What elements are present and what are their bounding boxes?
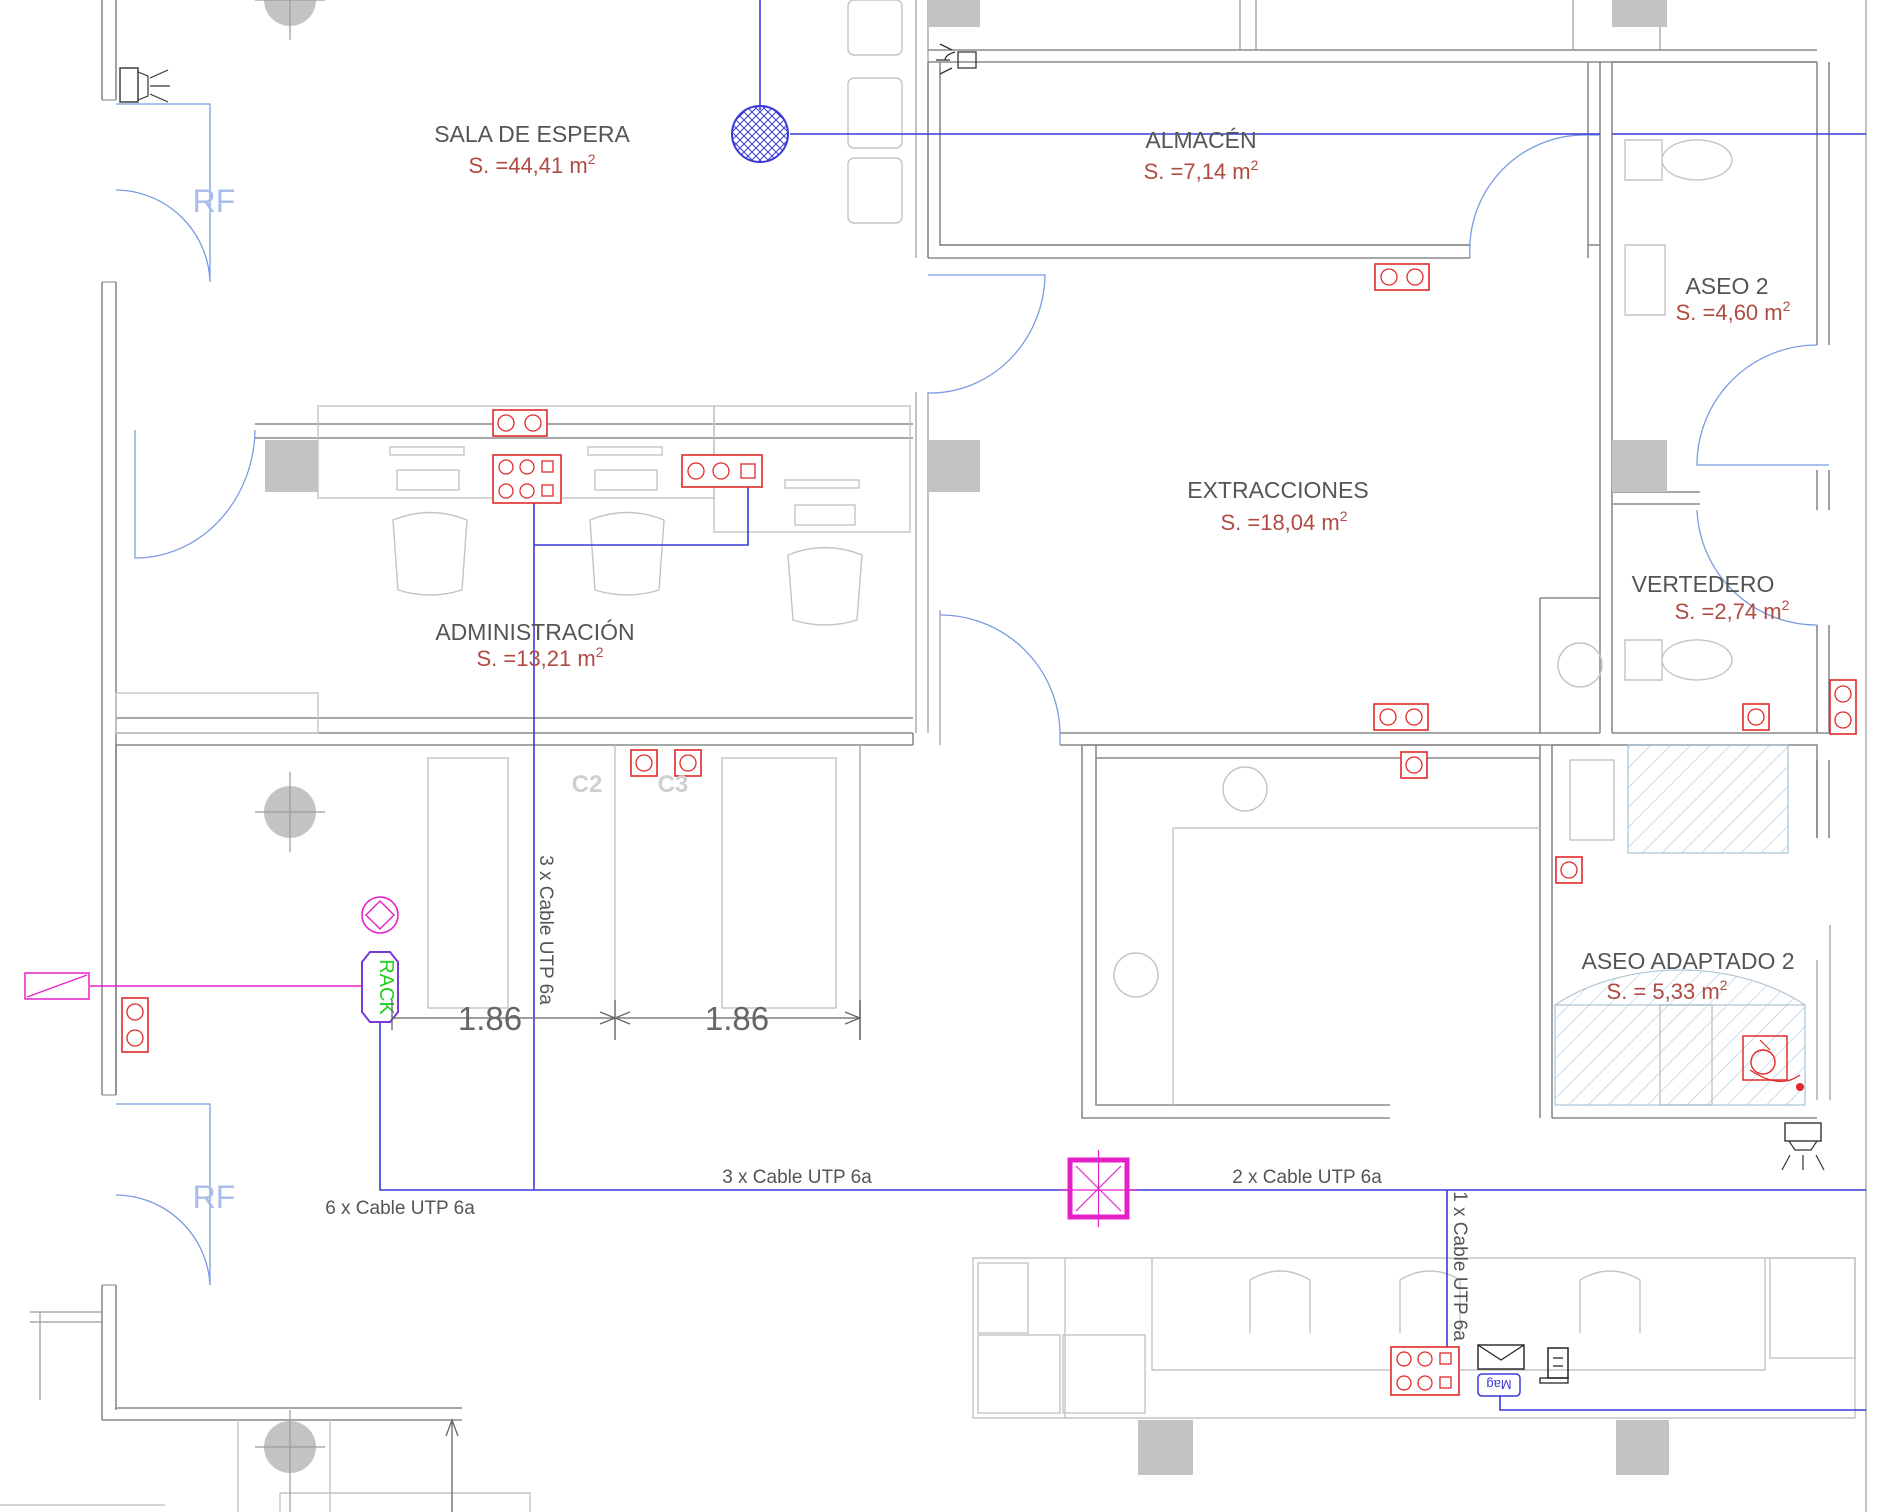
outlet-icon — [121, 997, 149, 1053]
outlet-icon — [1400, 751, 1428, 779]
cable-label-horizontal-2x: 2 x Cable UTP 6a — [1232, 1167, 1382, 1188]
dimension-lines: 1.86 1.86 — [391, 1000, 862, 1512]
data-outlet-icon — [492, 454, 562, 504]
emergency-pull-icon — [1742, 1035, 1804, 1091]
cabinet-c3-label: C3 — [658, 771, 689, 798]
room-area-extracciones: S. =18,04 m2 — [1220, 508, 1347, 535]
room-area-administracion: S. =13,21 m2 — [476, 644, 603, 671]
room-name-aseo2: ASEO 2 — [1685, 273, 1768, 299]
rf-label-bottom: RF — [193, 1179, 236, 1215]
light-fixture-icon — [119, 67, 170, 103]
room-area-sala-espera: S. =44,41 m2 — [468, 151, 595, 178]
cable-label-horizontal-3x: 3 x Cable UTP 6a — [722, 1167, 872, 1188]
outlet-icon — [1742, 703, 1770, 731]
light-fixture-icon — [1781, 1122, 1825, 1171]
columns — [255, 0, 1669, 1512]
cabinet-c2-label: C2 — [572, 771, 603, 798]
room-labels: SALA DE ESPERA S. =44,41 m2 ALMACÉN S. =… — [434, 121, 1794, 1004]
room-name-sala-espera: SALA DE ESPERA — [434, 121, 630, 147]
cable-label-horizontal-6x: 6 x Cable UTP 6a — [325, 1198, 475, 1219]
junction-box-icon — [1060, 1150, 1137, 1227]
outlet-icon — [1373, 703, 1429, 731]
dimension-left: 1.86 — [458, 1000, 522, 1037]
doors — [115, 103, 1829, 1286]
rf-label-top: RF — [193, 183, 236, 219]
light-fixture-icon — [936, 43, 977, 75]
outlet-icon — [1555, 856, 1583, 884]
cable-label-vertical-3x: 3 x Cable UTP 6a — [535, 855, 556, 1005]
room-name-extracciones: EXTRACCIONES — [1187, 477, 1368, 503]
outlet-icon — [1374, 263, 1430, 291]
outlet-icon — [630, 749, 658, 777]
data-outlet-icon — [681, 454, 763, 488]
cable-label-vertical-1x: 1 x Cable UTP 6a — [1449, 1191, 1470, 1341]
mag-label: Mag — [1486, 1377, 1511, 1392]
room-name-almacen: ALMACÉN — [1145, 127, 1256, 153]
cable-runs — [379, 0, 1866, 1411]
accessible-toilet-area — [1554, 744, 1831, 1106]
rack-label: RACK — [375, 959, 397, 1015]
room-name-administracion: ADMINISTRACIÓN — [435, 619, 634, 645]
room-name-aseo-adaptado2: ASEO ADAPTADO 2 — [1581, 948, 1794, 974]
room-area-vertedero: S. =2,74 m2 — [1675, 597, 1790, 624]
alarm-line — [24, 972, 362, 1000]
outlet-icon — [1829, 679, 1857, 735]
walls — [101, 0, 1867, 1512]
misc-labels: RF RF C2 C3 — [193, 183, 689, 1215]
wifi-access-point-icon — [731, 105, 789, 163]
data-outlet-icon — [1390, 1346, 1460, 1396]
room-name-vertedero: VERTEDERO — [1632, 571, 1775, 597]
room-area-almacen: S. =7,14 m2 — [1144, 157, 1259, 184]
alarm-panel-icon: Mag — [1477, 1344, 1569, 1397]
outlet-icon — [492, 409, 548, 437]
outlets — [121, 263, 1857, 1396]
room-area-aseo-adaptado2: S. = 5,33 m2 — [1607, 977, 1728, 1004]
room-area-aseo2: S. =4,60 m2 — [1676, 298, 1791, 325]
outlet-icon — [674, 749, 702, 777]
dimension-right: 1.86 — [705, 1000, 769, 1037]
cable-labels: 3 x Cable UTP 6a 3 x Cable UTP 6a 2 x Ca… — [325, 855, 1470, 1341]
